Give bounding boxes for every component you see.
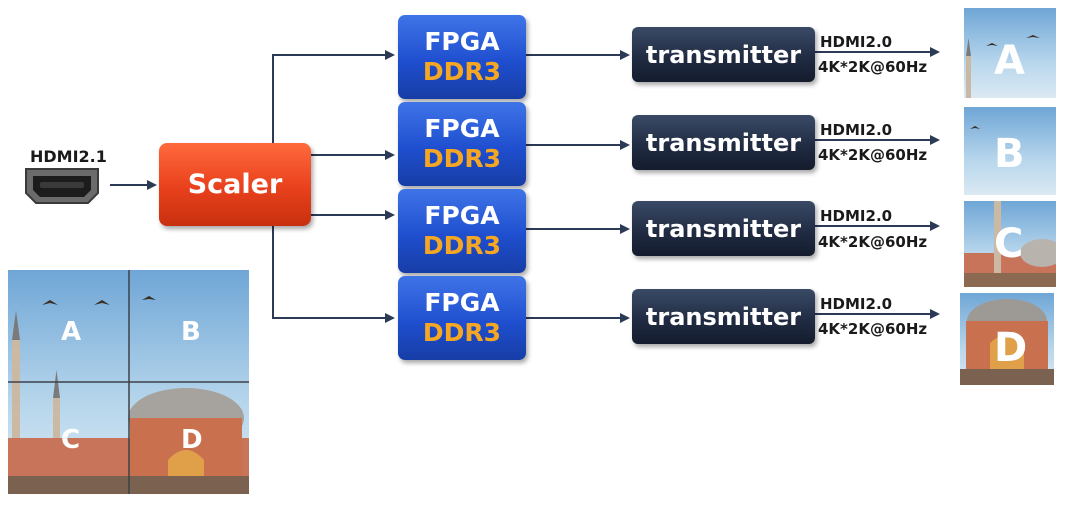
fpga-block-1: FPGA DDR3 [398, 15, 526, 99]
transmitter-block-2: transmitter [632, 115, 815, 170]
output-1-resolution: 4K*2K@60Hz [818, 58, 928, 76]
quadrant-label-a: A [61, 317, 82, 347]
transmitter-label: transmitter [645, 214, 802, 243]
output-4-interface: HDMI2.0 [820, 295, 893, 313]
tile-letter: C [994, 221, 1024, 267]
transmitter-label: transmitter [645, 302, 802, 331]
output-2-resolution: 4K*2K@60Hz [818, 146, 928, 164]
quadrant-label-c: C [61, 425, 81, 455]
output-4-resolution: 4K*2K@60Hz [818, 320, 928, 338]
output-tile-d: D [960, 293, 1054, 385]
wire-scaler-to-fpga-1 [272, 50, 395, 143]
transmitter-block-4: transmitter [632, 289, 815, 344]
ddr-label: DDR3 [422, 318, 502, 347]
output-tile-c: C [964, 201, 1056, 287]
quadrant-label-d: D [181, 425, 203, 455]
fpga-label: FPGA [424, 288, 500, 317]
fpga-label: FPGA [424, 201, 500, 230]
mosque-lower-left-image [964, 201, 1056, 287]
output-2-interface: HDMI2.0 [820, 121, 893, 139]
bird-image [970, 126, 980, 129]
fpga-block-4: FPGA DDR3 [398, 276, 526, 360]
fpga-label: FPGA [424, 114, 500, 143]
source-image-grid: A B C D [8, 270, 249, 494]
output-3-interface: HDMI2.0 [820, 207, 893, 225]
transmitter-block-1: transmitter [632, 27, 815, 82]
hagia-sophia-image [8, 270, 249, 494]
quadrant-label-b: B [181, 317, 201, 347]
transmitter-label: transmitter [645, 128, 802, 157]
scaler-label: Scaler [187, 169, 283, 200]
scaler-block: Scaler [159, 143, 311, 226]
output-1-interface: HDMI2.0 [820, 33, 893, 51]
transmitter-block-3: transmitter [632, 201, 815, 256]
ddr-label: DDR3 [422, 57, 502, 86]
wire-scaler-to-fpga-4 [272, 226, 395, 323]
dome-image [960, 299, 1054, 385]
transmitter-label: transmitter [645, 40, 802, 69]
minaret-image [966, 35, 1040, 98]
fpga-block-3: FPGA DDR3 [398, 189, 526, 273]
output-3-resolution: 4K*2K@60Hz [818, 233, 928, 251]
tile-letter: D [994, 325, 1028, 371]
output-tile-a: A [964, 8, 1056, 98]
ddr-label: DDR3 [422, 231, 502, 260]
output-tile-b: B [964, 107, 1056, 195]
fpga-block-2: FPGA DDR3 [398, 102, 526, 186]
tile-letter: A [994, 38, 1025, 84]
ddr-label: DDR3 [422, 144, 502, 173]
hdmi-input-label: HDMI2.1 [30, 147, 107, 166]
fpga-label: FPGA [424, 27, 500, 56]
tile-letter: B [994, 131, 1025, 177]
hdmi-connector-icon [25, 168, 99, 204]
